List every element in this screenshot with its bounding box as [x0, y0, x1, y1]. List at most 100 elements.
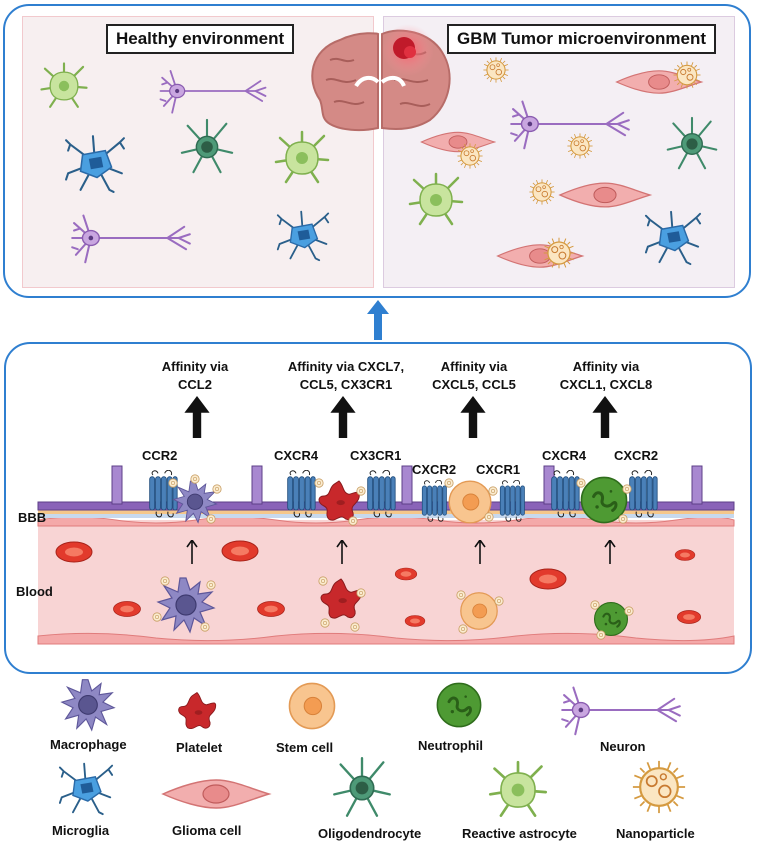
legend-microglia-label: Microglia	[52, 823, 110, 838]
nanoparticle-icon	[456, 590, 466, 600]
red-blood-cell-icon	[674, 548, 696, 562]
migration-arrow-icon	[186, 540, 198, 564]
nanoparticle-icon	[484, 512, 494, 522]
affinity-arrow-icon	[330, 396, 356, 438]
receptor-icon	[498, 480, 526, 524]
nanoparticle-icon	[494, 596, 504, 606]
legend-nanoparticle-label: Nanoparticle	[616, 826, 695, 841]
legend-macrophage-label: Macrophage	[50, 737, 127, 752]
legend-stem-cell-label: Stem cell	[276, 740, 334, 755]
legend-reactive-astrocyte-label: Reactive astrocyte	[462, 826, 577, 841]
neuron-icon	[150, 66, 276, 116]
nanoparticle-icon	[624, 606, 634, 616]
blood-label: Blood	[16, 584, 53, 599]
receptor-label: CXCR4	[542, 448, 587, 463]
receptor-label: CXCR2	[614, 448, 659, 463]
nanoparticle-icon	[566, 132, 594, 160]
affinity-arrow-icon	[460, 396, 486, 438]
nanoparticle-icon	[444, 478, 454, 488]
nanoparticle-icon	[576, 478, 586, 488]
red-blood-cell-icon	[676, 608, 702, 626]
legend-glioma-cell-icon	[158, 774, 274, 814]
legend-stem-cell-icon	[286, 680, 338, 732]
nanoparticle-icon	[356, 486, 366, 496]
affinity-text-platelet: Affinity via CXCL7, CCL5, CX3CR1	[287, 359, 405, 392]
red-blood-cell-icon	[394, 566, 418, 582]
glioma-cell-icon	[540, 178, 670, 212]
legend-glioma-cell-label: Glioma cell	[172, 823, 242, 838]
astrocyte-icon	[38, 60, 90, 112]
red-blood-cell-icon	[112, 600, 142, 618]
oligodendrocyte-icon	[178, 118, 236, 176]
migration-arrow-icon	[474, 540, 486, 564]
nanoparticle-icon	[618, 514, 628, 524]
nanoparticle-icon	[596, 630, 606, 640]
nanoparticle-icon	[318, 576, 328, 586]
receptor-label: CXCR2	[412, 462, 457, 477]
receptor-label: CXCR4	[274, 448, 319, 463]
bbb-crossing-panel	[4, 342, 752, 674]
receptor-label: CXCR1	[476, 462, 521, 477]
microglia-icon	[64, 132, 126, 194]
astrocyte-icon	[406, 170, 466, 230]
receptor-icon	[366, 470, 396, 520]
nanoparticle-icon	[622, 484, 632, 494]
legend-neutrophil-icon	[434, 680, 484, 730]
legend-platelet-icon	[172, 688, 222, 734]
nanoparticle-icon	[458, 624, 468, 634]
nanoparticle-icon	[190, 474, 200, 484]
tumor-title: GBM Tumor microenvironment	[447, 24, 717, 54]
legend-nanoparticle-icon	[630, 758, 688, 816]
tumor-comparison-panel	[3, 4, 751, 298]
legend-oligodendrocyte-label: Oligodendrocyte	[318, 826, 422, 841]
glioma-cell-icon	[486, 240, 594, 272]
legend-neuron-label: Neuron	[600, 739, 646, 754]
red-blood-cell-icon	[404, 614, 426, 628]
nanoparticle-icon	[160, 576, 170, 586]
red-blood-cell-icon	[220, 538, 260, 564]
affinity-text-neutrophil: Affinity via CXCL1, CXCL8	[559, 359, 653, 392]
affinity-text-macrophage: Affinity via CCL2	[161, 359, 229, 392]
legend-reactive-astrocyte-icon	[486, 758, 550, 822]
nanoparticle-icon	[314, 478, 324, 488]
nanoparticle-icon	[320, 618, 330, 628]
legend-microglia-icon	[58, 760, 114, 816]
nanoparticle-icon	[212, 484, 222, 494]
migration-arrow-icon	[604, 540, 616, 564]
receptor-label: CX3CR1	[350, 448, 402, 463]
nanoparticle-icon	[672, 60, 702, 90]
nanoparticle-icon	[206, 514, 216, 524]
legend-macrophage-icon	[60, 676, 116, 732]
nanoparticle-icon	[356, 588, 366, 598]
oligodendrocyte-icon	[664, 116, 720, 172]
legend-platelet-label: Platelet	[176, 740, 223, 755]
nanoparticle-icon	[200, 622, 210, 632]
nanoparticle-icon	[488, 486, 498, 496]
legend-neutrophil-label: Neutrophil	[418, 738, 483, 753]
red-blood-cell-icon	[528, 566, 568, 592]
nanoparticle-icon	[456, 142, 484, 170]
nanoparticle-icon	[590, 600, 600, 610]
legend-neuron-icon	[552, 682, 690, 738]
nanoparticle-icon	[542, 236, 576, 270]
microglia-icon	[644, 208, 702, 266]
affinity-text-stem-cell: Affinity via CXCL5, CCL5	[432, 359, 516, 392]
nanoparticle-icon	[168, 478, 178, 488]
nanoparticle-icon	[206, 580, 216, 590]
astrocyte-icon	[272, 128, 332, 188]
legend-oligodendrocyte-icon	[330, 756, 394, 820]
bbb-label: BBB	[18, 510, 47, 525]
affinity-arrow-icon	[184, 396, 210, 438]
nanoparticle-icon	[350, 622, 360, 632]
receptor-icon	[628, 470, 658, 520]
nanoparticle-icon	[528, 178, 556, 206]
healthy-title: Healthy environment	[106, 24, 295, 54]
red-blood-cell-icon	[256, 600, 286, 618]
receptor-label: CCR2	[142, 448, 178, 463]
affinity-arrow-icon	[592, 396, 618, 438]
brain-illustration	[311, 24, 451, 132]
microglia-icon	[276, 208, 330, 262]
migration-arrow-icon	[336, 540, 348, 564]
red-blood-cell-icon	[54, 540, 94, 564]
nanoparticle-icon	[482, 56, 510, 84]
